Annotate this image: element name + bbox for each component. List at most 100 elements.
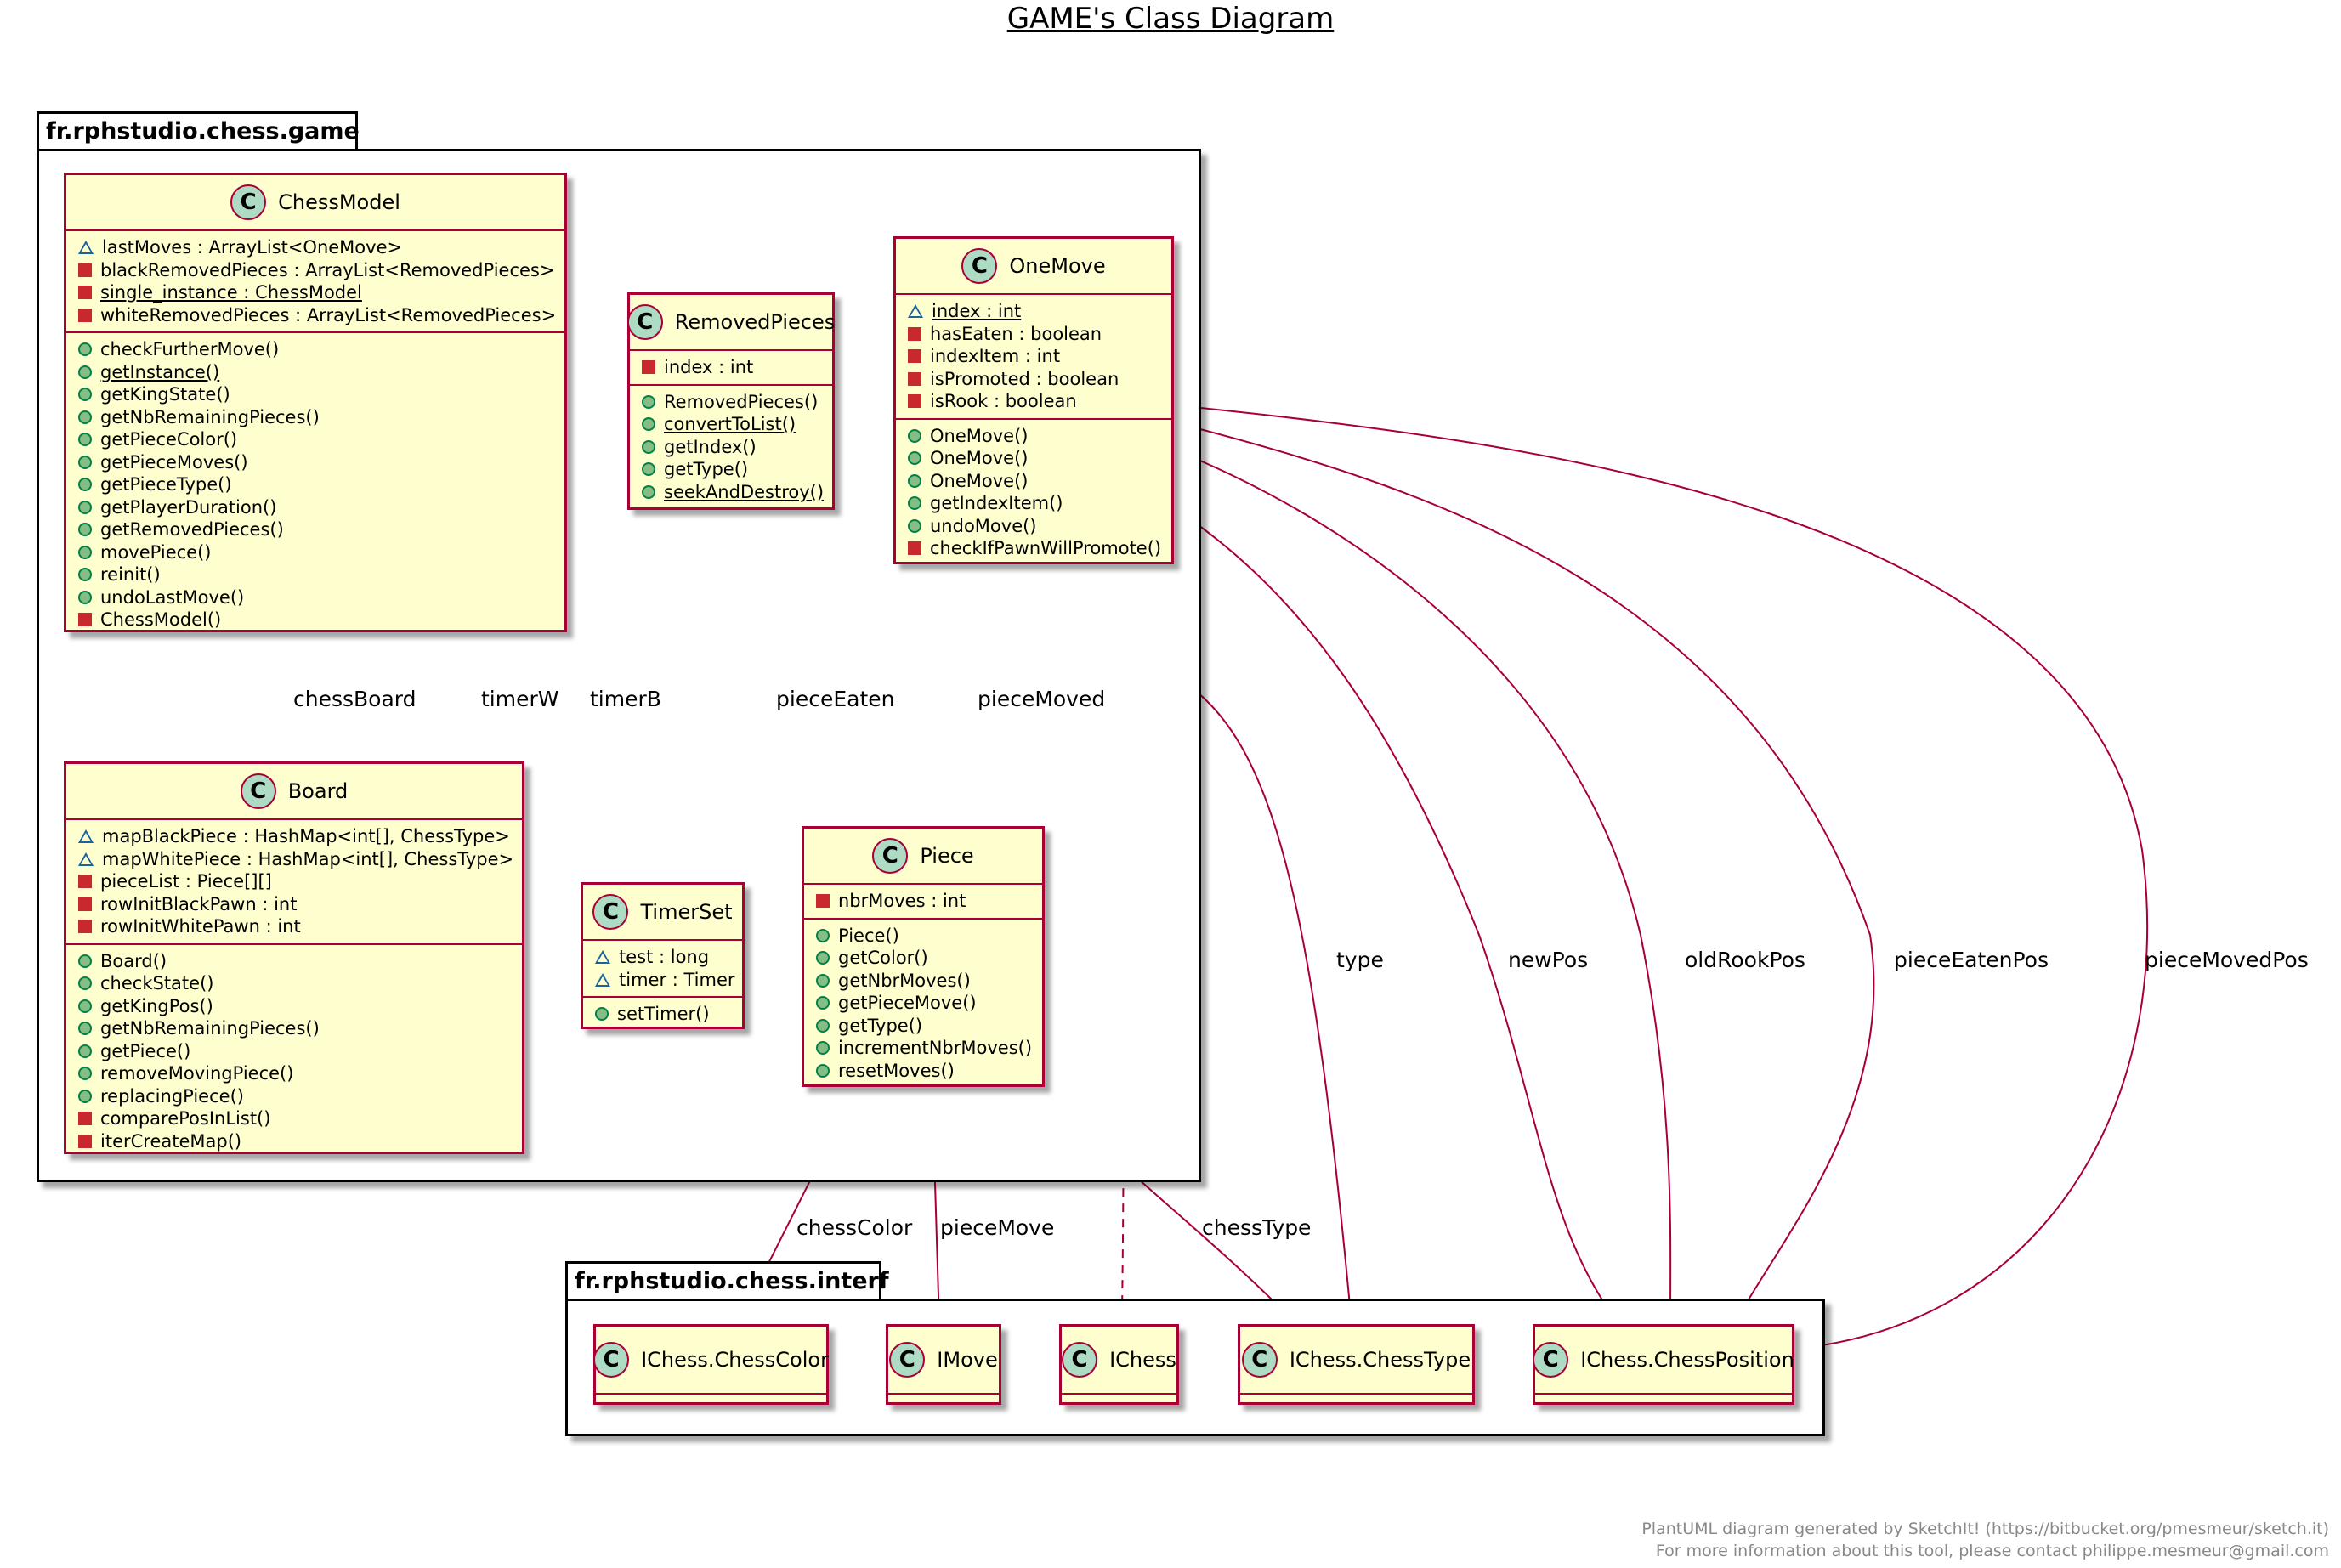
method-text: getPlayerDuration() <box>100 496 277 518</box>
class-badge-icon: C <box>889 1342 926 1378</box>
private-visibility-icon <box>78 875 92 889</box>
class-method: checkState() <box>66 972 522 995</box>
public-visibility-icon <box>78 523 92 537</box>
class-chessmodel[interactable]: C ChessModel lastMoves : ArrayList<OneMove… <box>64 173 567 632</box>
public-visibility-icon <box>595 1007 609 1022</box>
class-method: OneMove() <box>896 470 1171 493</box>
relation-label-chessboard: chessBoard <box>293 687 417 711</box>
class-method: Board() <box>66 950 522 973</box>
package-tab-interf: fr.rphstudio.chess.interf <box>565 1261 889 1299</box>
class-method: Piece() <box>804 925 1042 948</box>
class-method: getIndex() <box>630 436 832 459</box>
method-text: OneMove() <box>930 425 1029 446</box>
class-methods-section <box>1535 1405 1792 1413</box>
class-methods-section: setTimer() <box>583 998 742 1031</box>
private-visibility-icon <box>908 371 921 386</box>
field-text: indexItem : int <box>930 346 1061 367</box>
field-text: rowInitWhitePawn : int <box>100 916 301 937</box>
public-visibility-icon <box>908 518 921 533</box>
public-visibility-icon <box>642 462 655 477</box>
public-visibility-icon <box>78 999 92 1013</box>
method-text: getPieceMove() <box>838 993 977 1014</box>
field-text: rowInitBlackPawn : int <box>100 893 298 914</box>
field-text: index : int <box>664 357 754 378</box>
class-name: IChess.ChessPosition <box>1580 1348 1794 1372</box>
relation-label-pieceeatenpos: pieceEatenPos <box>1894 948 2049 972</box>
method-text: getKingState() <box>100 384 230 405</box>
class-badge-icon: C <box>1533 1342 1569 1378</box>
class-method: getPlayerDuration() <box>66 496 564 519</box>
public-visibility-icon <box>642 439 655 454</box>
field-text: isRook : boolean <box>930 391 1077 412</box>
method-text: OneMove() <box>930 448 1029 469</box>
public-visibility-icon <box>78 1089 92 1103</box>
relation-aggregation-onemove-ichessposition <box>1183 453 1672 1325</box>
class-field: indexItem : int <box>896 345 1171 368</box>
class-name: ChessModel <box>278 190 400 214</box>
field-text: blackRemovedPieces : ArrayList<RemovedPi… <box>100 259 555 280</box>
class-name: OneMove <box>1009 254 1106 278</box>
private-visibility-icon <box>78 920 92 934</box>
method-text: getNbRemainingPieces() <box>100 406 320 427</box>
public-visibility-icon <box>78 1067 92 1081</box>
class-method: getNbRemainingPieces() <box>66 1017 522 1040</box>
public-visibility-icon <box>908 451 921 466</box>
class-method: getPieceMove() <box>804 992 1042 1015</box>
class-badge-icon: C <box>593 1342 630 1378</box>
class-field: mapBlackPiece : HashMap<int[], ChessType… <box>66 825 522 848</box>
method-text: getIndexItem() <box>930 493 1063 514</box>
class-method: comparePosInList() <box>66 1107 522 1130</box>
public-visibility-icon <box>816 928 830 942</box>
method-text: getColor() <box>838 948 928 969</box>
class-methods-section: checkFurtherMove()getInstance()getKingSt… <box>66 333 564 637</box>
method-text: checkState() <box>100 973 214 994</box>
public-visibility-icon <box>816 1018 830 1033</box>
class-field: isRook : boolean <box>896 390 1171 413</box>
method-text: getInstance() <box>100 361 220 382</box>
class-badge-icon: C <box>626 304 663 340</box>
public-visibility-icon <box>78 954 92 968</box>
class-methods-section: RemovedPieces()convertToList()getIndex()… <box>630 386 832 509</box>
class-method: getNbRemainingPieces() <box>66 406 564 429</box>
public-visibility-icon <box>908 473 921 488</box>
class-badge-icon: C <box>1062 1342 1098 1378</box>
class-badge-icon: C <box>230 184 267 220</box>
method-text: checkIfPawnWillPromote() <box>930 538 1162 559</box>
method-text: undoLastMove() <box>100 586 245 608</box>
class-header: C IChess <box>1062 1327 1176 1395</box>
class-ichess[interactable]: C IChess <box>1059 1324 1179 1405</box>
class-methods-section <box>596 1405 826 1413</box>
public-visibility-icon <box>78 1044 92 1058</box>
class-ichessposition[interactable]: C IChess.ChessPosition <box>1533 1324 1794 1405</box>
private-visibility-icon <box>642 360 655 375</box>
private-visibility-icon <box>78 308 92 322</box>
public-visibility-icon <box>816 1041 830 1056</box>
public-visibility-icon <box>816 973 830 988</box>
field-text: hasEaten : boolean <box>930 323 1102 344</box>
class-field: timer : Timer <box>583 969 742 992</box>
class-method: RemovedPieces() <box>630 391 832 414</box>
public-visibility-icon <box>642 417 655 432</box>
public-visibility-icon <box>78 365 92 379</box>
relation-label-type: type <box>1336 948 1384 972</box>
relation-label-newpos: newPos <box>1508 948 1589 972</box>
public-visibility-icon <box>78 590 92 604</box>
class-method: incrementNbrMoves() <box>804 1037 1042 1060</box>
relation-label-timerw: timerW <box>481 687 559 711</box>
class-field: index : int <box>896 300 1171 323</box>
class-field: lastMoves : ArrayList<OneMove> <box>66 236 564 259</box>
class-name: IChess <box>1109 1348 1176 1372</box>
private-visibility-icon <box>908 326 921 341</box>
relation-label-chesscolor: chessColor <box>796 1215 913 1240</box>
class-fields-section <box>1240 1395 1472 1405</box>
public-visibility-icon <box>78 976 92 991</box>
